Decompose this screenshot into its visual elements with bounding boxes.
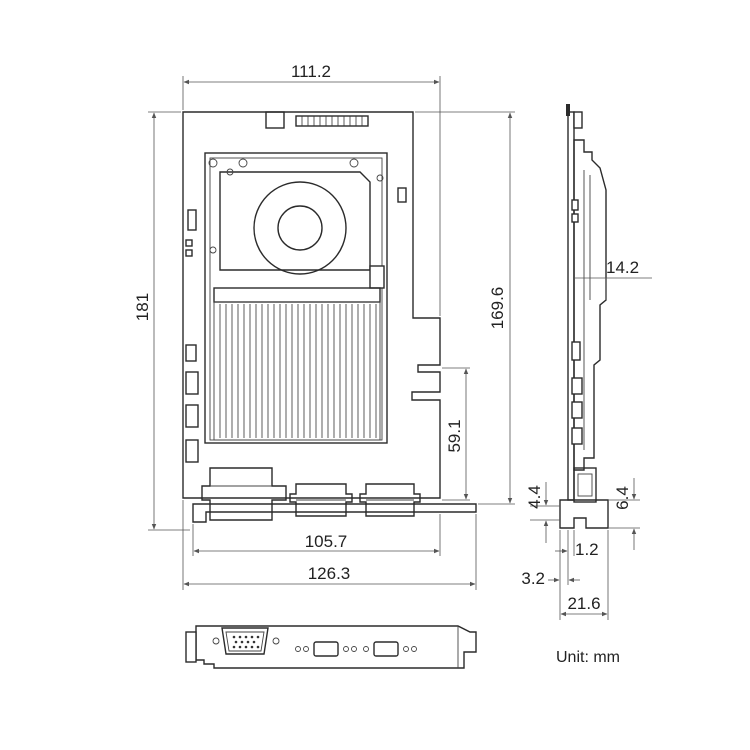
bracket-bottom-strip — [192, 503, 477, 523]
cooler-inner-frame — [209, 157, 383, 441]
dim-side-c: 1.2 — [575, 540, 599, 559]
screw-icon — [226, 168, 234, 176]
side-component — [571, 341, 581, 361]
pcb-outline — [182, 111, 441, 499]
bracket-face-view — [185, 625, 477, 669]
fan-hub — [277, 205, 323, 251]
screw-icon — [208, 158, 218, 168]
dim-bottom-inner: 105.7 — [305, 532, 348, 551]
screw-icon — [351, 646, 357, 652]
pin-header — [185, 344, 197, 362]
fan-housing — [219, 171, 371, 271]
component — [185, 239, 193, 247]
dvi-port-icon — [313, 641, 339, 657]
front-dimensions: 111.2 181 169.6 59.1 105.7 126.3 — [133, 62, 515, 590]
side-component — [571, 377, 583, 395]
dvi-port-shape — [359, 483, 421, 517]
screw-icon — [238, 158, 248, 168]
dim-side-d: 3.2 — [521, 569, 545, 588]
screw-icon — [295, 646, 301, 652]
card-front-view — [182, 111, 477, 523]
component — [187, 209, 197, 231]
pin-header — [185, 439, 199, 463]
vga-port-icon — [221, 627, 269, 655]
side-dimensions: 14.2 4.4 6.4 1.2 3.2 21.6 — [521, 258, 652, 620]
vga-pins — [232, 635, 260, 649]
screw-icon — [209, 246, 217, 254]
screw-icon — [212, 637, 220, 645]
dim-bottom-outer: 126.3 — [308, 564, 351, 583]
pin-header — [185, 404, 199, 428]
top-header — [265, 111, 285, 129]
side-top-connector — [573, 111, 583, 129]
dim-height-left: 181 — [133, 293, 152, 321]
side-component — [571, 199, 579, 211]
dim-bracket-height: 59.1 — [445, 419, 464, 452]
bracket-tab — [185, 631, 197, 663]
dim-height-right: 169.6 — [488, 287, 507, 330]
side-component — [571, 213, 579, 223]
component — [185, 249, 193, 257]
screw-icon — [376, 174, 384, 182]
side-component — [571, 427, 583, 445]
fan-blade-ring — [253, 181, 347, 275]
dim-side-thickness: 14.2 — [606, 258, 639, 277]
dim-side-e: 21.6 — [567, 594, 600, 613]
cooler-frame — [204, 152, 388, 444]
dvi-port-shape — [289, 483, 353, 517]
dim-side-a: 4.4 — [525, 485, 544, 509]
screw-icon — [363, 646, 369, 652]
heatsink-fins — [213, 301, 381, 441]
screw-icon — [303, 646, 309, 652]
dvi-port-icon — [373, 641, 399, 657]
side-cooler-profile — [573, 139, 607, 471]
side-component — [571, 401, 583, 419]
screw-icon — [403, 646, 409, 652]
screw-icon — [411, 646, 417, 652]
screw-icon — [343, 646, 349, 652]
side-bracket — [559, 499, 609, 529]
side-io-connector — [573, 467, 597, 503]
card-side-view — [559, 104, 609, 529]
fan-connector — [369, 265, 385, 289]
dim-top-width: 111.2 — [291, 62, 331, 81]
unit-label: Unit: mm — [556, 649, 620, 666]
dim-side-b: 6.4 — [613, 486, 632, 510]
component — [397, 187, 407, 203]
side-tab — [566, 104, 570, 116]
screw-icon — [349, 158, 359, 168]
heatpipe-band — [213, 287, 381, 303]
screw-icon — [272, 637, 280, 645]
pin-header — [185, 371, 199, 395]
fin-lines — [219, 304, 377, 438]
bracket-plate — [195, 625, 477, 669]
